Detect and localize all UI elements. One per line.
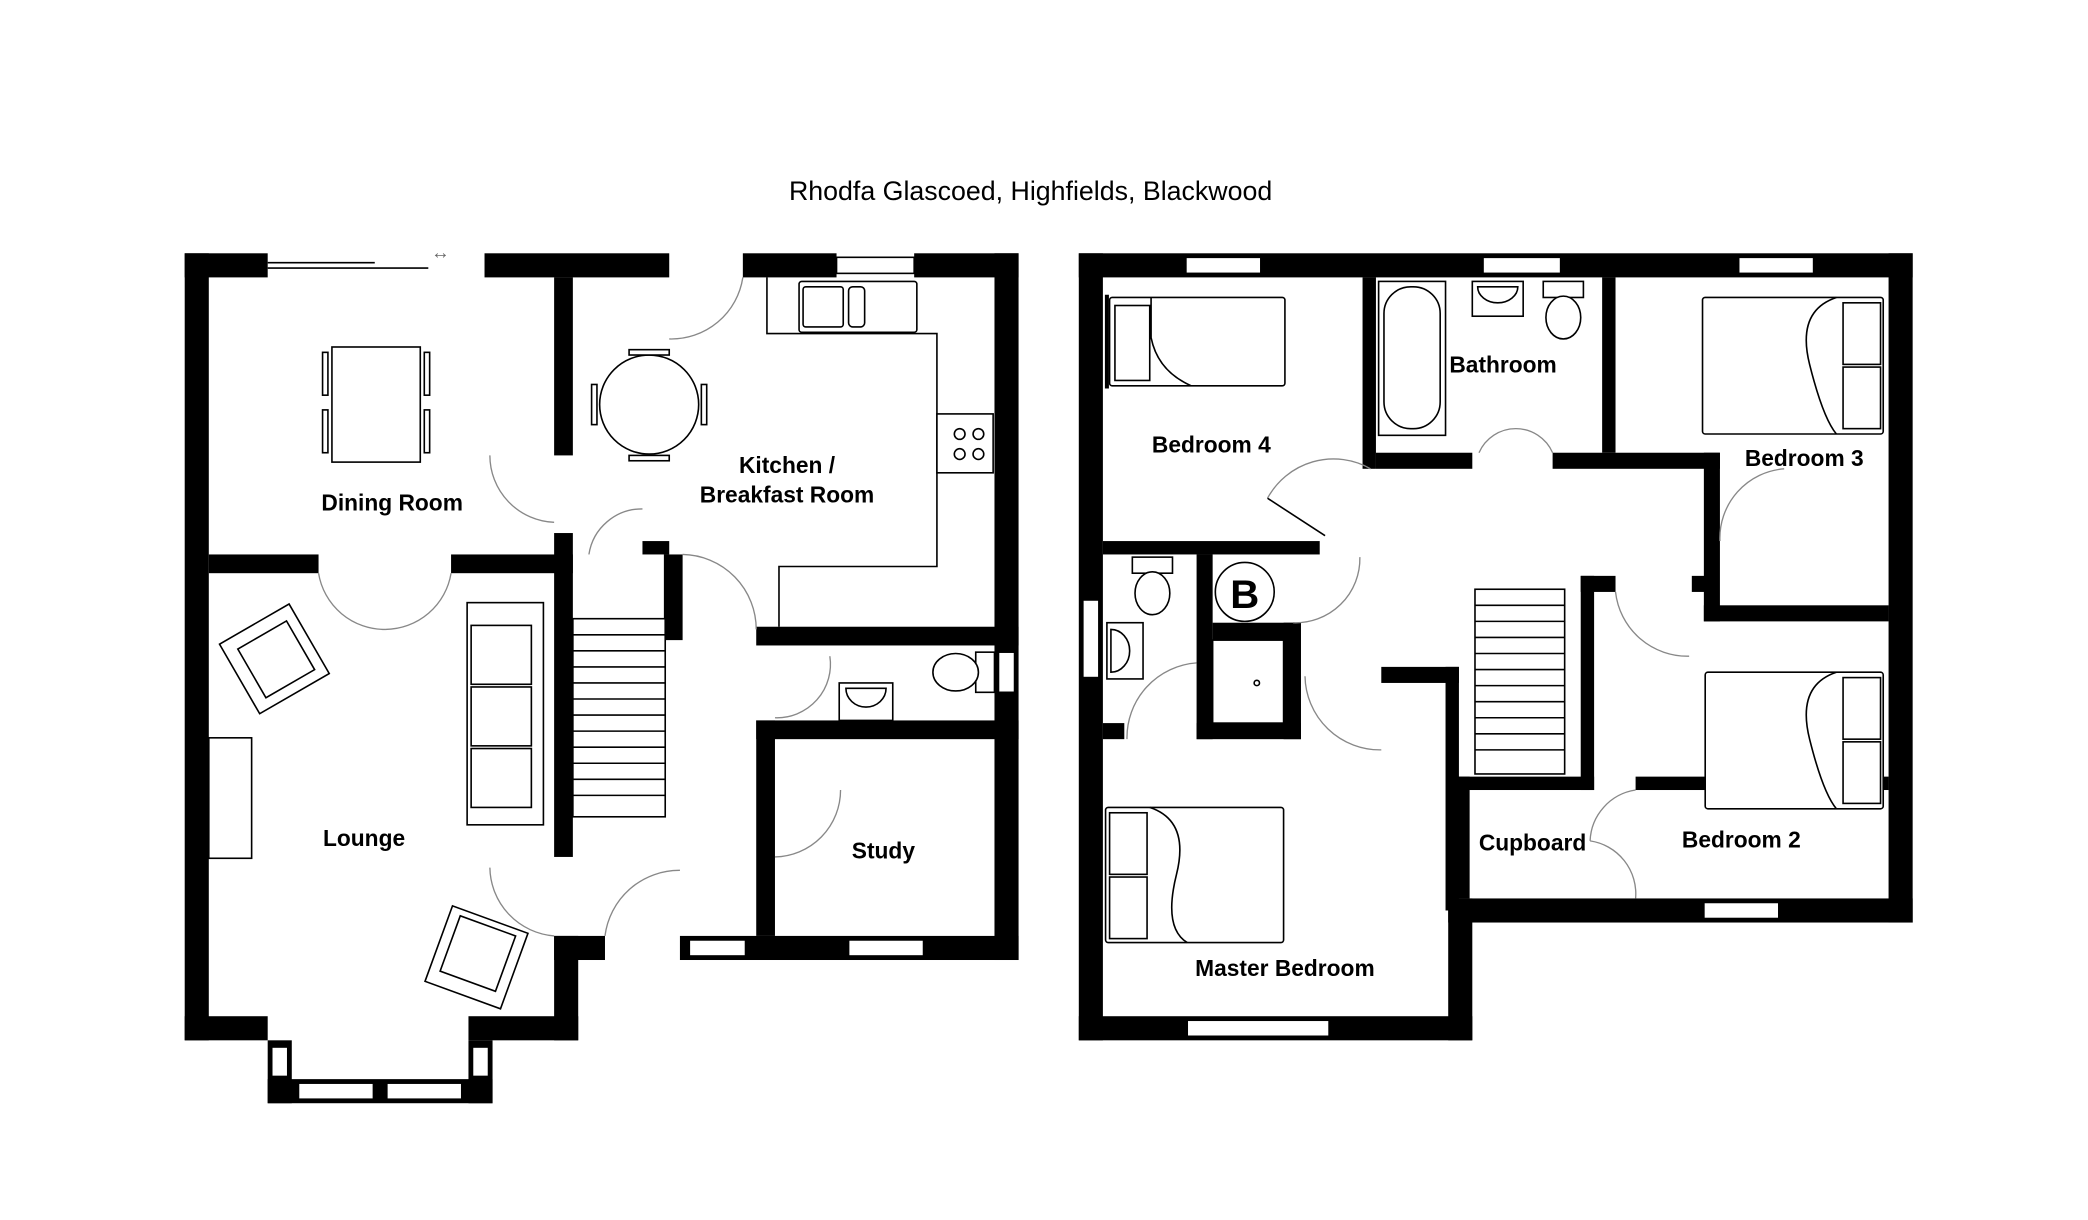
ensuite-toilet-icon <box>1131 556 1174 616</box>
room-label-kitchen: Kitchen / <box>739 452 836 478</box>
toilet-icon <box>1542 280 1585 340</box>
fireplace-icon <box>207 737 253 860</box>
wc-basin-icon <box>838 682 894 722</box>
staircase-icon <box>1474 588 1566 775</box>
armchair-icon <box>218 602 331 715</box>
boiler-label: B <box>1230 572 1259 617</box>
boiler-icon: B <box>1214 561 1276 623</box>
room-label-cupboard: Cupboard <box>1479 829 1586 855</box>
ground-floor-walls <box>184 253 1019 1104</box>
sliding-door-icon: ↔ <box>431 242 450 263</box>
armchair-icon <box>423 904 529 1010</box>
room-label-dining: Dining Room <box>321 489 463 515</box>
room-label-bathroom: Bathroom <box>1449 351 1556 377</box>
staircase-icon <box>572 617 667 818</box>
ensuite-basin-icon <box>1106 621 1144 680</box>
first-floor: B Bedroom 4 Bathroom Bedroom 3 Bedroom 2… <box>1078 253 1913 1041</box>
room-label-study: Study <box>852 837 916 863</box>
ground-floor: ↔ Dining Room <box>184 242 1019 1104</box>
basin-icon <box>1471 280 1524 318</box>
shower-icon <box>1211 639 1285 724</box>
room-label-bedroom-3: Bedroom 3 <box>1745 445 1864 471</box>
room-label-bedroom-4: Bedroom 4 <box>1152 432 1271 458</box>
ground-floor-windows <box>267 256 1016 1101</box>
bath-icon <box>1377 280 1447 437</box>
round-table-icon <box>590 348 708 462</box>
first-floor-doors <box>1126 427 1785 899</box>
hob-icon <box>936 413 994 474</box>
plan-title: Rhodfa Glascoed, Highfields, Blackwood <box>789 176 1272 206</box>
double-bed-icon <box>1704 671 1885 810</box>
single-bed-icon <box>1104 294 1286 389</box>
sofa-icon <box>466 601 545 826</box>
ground-floor-doors <box>317 277 842 937</box>
room-label-kitchen-2: Breakfast Room <box>700 481 874 507</box>
double-bed-icon <box>1104 806 1285 944</box>
first-floor-windows <box>1082 256 1815 1038</box>
dining-table-icon <box>321 346 431 463</box>
room-label-master-bedroom: Master Bedroom <box>1195 955 1375 981</box>
room-label-lounge: Lounge <box>323 825 405 851</box>
sink-icon <box>798 280 918 334</box>
room-label-bedroom-2: Bedroom 2 <box>1682 827 1801 853</box>
bathroom-fixtures <box>1106 280 1585 724</box>
kitchen-fixtures <box>590 277 996 722</box>
double-bed-icon <box>1701 296 1885 435</box>
wc-toilet-icon <box>932 651 996 694</box>
